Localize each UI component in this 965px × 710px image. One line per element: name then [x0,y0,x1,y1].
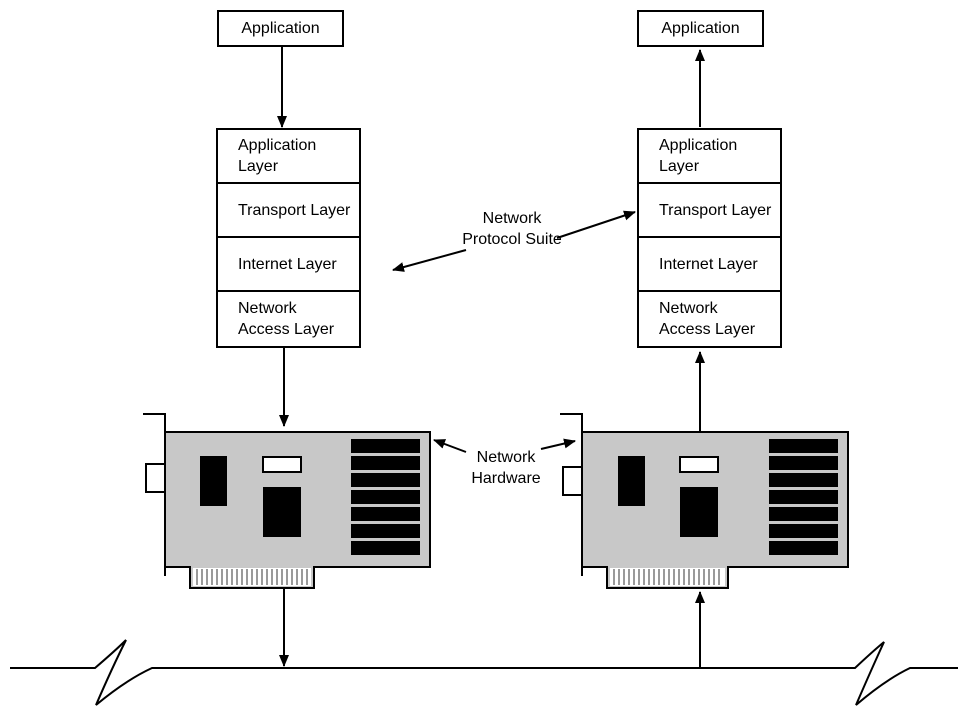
application-box-right: Application [637,10,764,47]
protocol-stack-right: Application Layer Transport Layer Intern… [637,128,782,348]
arrow-suite-to-transport-layer [556,210,636,239]
application-layer-right: Application Layer [639,130,780,184]
network-cable [10,639,958,706]
network-access-layer-right: Network Access Layer [659,300,756,338]
transport-layer-left: Transport Layer [218,184,359,238]
network-protocol-suite-label: Network Protocol Suite [462,210,562,248]
internet-layer-left: Internet Layer [218,238,359,292]
network-hardware-label: Network Hardware [471,449,541,487]
network-card-left [143,413,431,589]
arrow-hardware-to-right-card [540,438,576,450]
arrow-hardware-to-left-card [433,439,467,453]
transport-layer-right: Transport Layer [639,184,780,238]
protocol-stack-left: Application Layer Transport Layer Intern… [216,128,361,348]
application-label-right: Application [661,20,740,37]
arrow-suite-to-internet-layer [392,249,467,272]
network-card-right [560,413,849,589]
internet-layer-right: Internet Layer [639,238,780,292]
flow-arrows [277,46,705,668]
application-layer-left: Application Layer [218,130,359,184]
application-box-left: Application [217,10,344,47]
application-label-left: Application [241,20,320,37]
network-access-layer-left: Network Access Layer [238,300,335,338]
